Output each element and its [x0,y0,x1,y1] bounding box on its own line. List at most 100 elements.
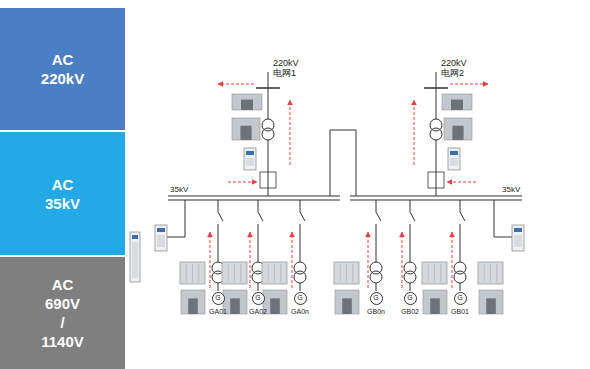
feeder-line [258,224,259,262]
generator-circle: GGB01 [454,292,467,305]
bus-voltage: 35kV [170,185,188,194]
bus-voltage: 35kV [502,185,520,194]
incomer-line [436,140,437,172]
feeder-line [258,200,259,212]
feeder-line [460,200,461,212]
transformer-winding [454,271,466,283]
container-rib [186,264,187,282]
generator-circle: GGB0n [370,292,383,305]
switch-cabinet [155,225,167,251]
generator-symbol: G [407,294,412,302]
prefab-container [222,262,247,284]
power-flow-arrow [447,182,476,183]
generator-circle: GGA0n [294,292,307,305]
photo-detail [452,126,463,140]
generator-symbol: G [373,294,378,302]
power-flow-arrow [292,232,293,288]
power-flow-arrow [414,100,415,165]
prefab-container [262,262,287,284]
generator-id: GB01 [451,308,469,316]
prefab-container [478,262,503,284]
generator-symbol: G [215,294,220,302]
switch-cabinet [244,148,256,170]
equipment-photo [423,290,447,314]
feeder-switch [300,212,305,221]
feeder-line [410,283,411,291]
incomer-line [436,172,437,196]
container-rib [428,264,429,282]
cabinet-screen [132,235,138,239]
feeder-line [218,224,219,262]
feeder-switch [410,212,415,221]
feeder-line [300,200,301,212]
photo-detail [451,100,463,110]
grid-name: 220kV 电网1 [273,58,313,78]
power-flow-arrow [452,232,453,288]
equipment-photo [444,118,472,140]
voltage-level: AC 35kV [18,175,108,213]
generator-id: GA01 [209,308,227,316]
power-flow-arrow [402,232,403,288]
container-rib [352,264,353,282]
cabinet-door [157,235,165,247]
cabinet-screen [246,151,254,155]
equipment-photo [442,94,472,110]
aux-feeder-line [494,200,512,237]
power-flow-arrow [250,232,251,288]
cabinet-door [514,235,522,247]
container-rib [496,264,497,282]
equipment-photo [232,118,260,140]
generator-id: GA0n [291,308,309,316]
generator-circle: GGA02 [252,292,265,305]
photo-detail [230,298,240,314]
transformer-winding [294,271,306,283]
cabinet-door [246,158,254,166]
photo-detail [241,100,253,110]
generator-id: GB0n [367,308,385,316]
prefab-container [334,262,359,284]
container-rib [268,264,269,282]
voltage-level: AC 220kV [18,50,108,88]
photo-detail [240,126,251,140]
cabinet-screen [514,228,522,232]
cabinet-door [450,158,458,166]
incomer-line [268,172,269,196]
incomer-line [436,72,437,119]
feeder-line [258,283,259,291]
photo-detail [270,298,280,314]
voltage-band: AC 690V / 1140V [0,257,125,369]
feeder-switch [460,212,465,221]
container-rib [234,264,235,282]
power-flow-arrow [368,232,369,288]
voltage-band: AC 220kV [0,8,125,130]
equipment-photo [335,290,359,314]
feeder-switch [376,212,381,221]
switch-cabinet [512,225,524,251]
transformer-winding [262,128,274,140]
container-rib [490,264,491,282]
container-rib [280,264,281,282]
feeder-line [410,224,411,262]
prefab-container [180,262,205,284]
photo-detail [486,298,496,314]
container-rib [440,264,441,282]
container-rib [198,264,199,282]
container-rib [434,264,435,282]
container-rib [340,264,341,282]
generator-symbol: G [457,294,462,302]
feeder-line [376,283,377,291]
generator-id: GA02 [249,308,267,316]
feeder-switch [218,212,223,221]
generator-circle: GGA01 [212,292,225,305]
generator-symbol: G [297,294,302,302]
feeder-line [218,200,219,212]
cabinet-screen [450,151,458,155]
container-rib [192,264,193,282]
container-rib [274,264,275,282]
power-flow-arrow [450,84,488,85]
power-flow-arrow [228,182,257,183]
transformer-winding [404,271,416,283]
incomer-line [268,140,269,172]
aux-feeder-line [167,200,185,237]
